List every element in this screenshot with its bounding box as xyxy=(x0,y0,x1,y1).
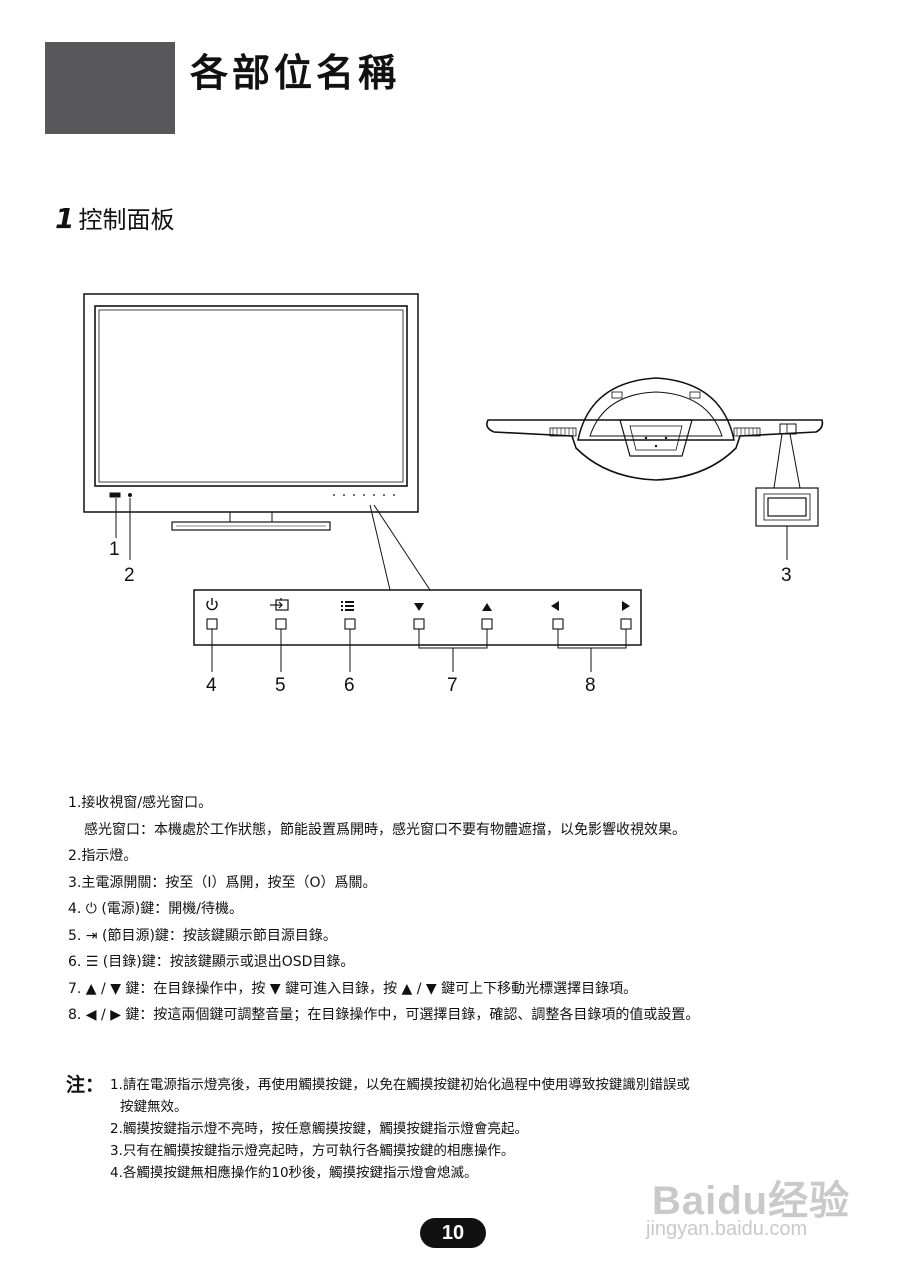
callout-1: 1 xyxy=(109,539,120,560)
description-item: 8. ◀ / ▶ 鍵：按這兩個鍵可調整音量；在目錄操作中，可選擇目錄，確認、調整… xyxy=(68,1007,700,1023)
callout-4: 4 xyxy=(206,675,217,696)
description-item: 6. ☰ (目錄)鍵：按該鍵顯示或退出OSD目錄。 xyxy=(68,954,355,970)
arrow-down-icon xyxy=(414,603,424,611)
callout-8: 8 xyxy=(585,675,596,696)
description-item: 3.主電源開關：按至（I）爲開，按至（O）爲關。 xyxy=(68,874,377,891)
notes-section: 注： 1.請在電源指示燈亮後，再使用觸摸按鍵，以免在觸摸按鍵初始化過程中使用導致… xyxy=(66,1074,826,1184)
description-item: 7. ▲ / ▼ 鍵：在目錄操作中，按 ▼ 鍵可進入目錄，按 ▲ / ▼ 鍵可上… xyxy=(68,980,638,997)
arrow-right-icon xyxy=(622,601,630,611)
callout-5: 5 xyxy=(275,675,286,696)
arrow-up-icon xyxy=(482,603,492,611)
section-title: 控制面板 xyxy=(78,206,175,234)
ir-receiver-window xyxy=(109,492,121,498)
note-item: 4.各觸摸按鍵無相應操作約10秒後，觸摸按鍵指示燈會熄滅。 xyxy=(110,1165,478,1181)
note-item-continued: 按鍵無效。 xyxy=(120,1099,188,1115)
touch-button-squares xyxy=(206,618,632,630)
callout-7: 7 xyxy=(447,675,458,696)
notes-label: 注： xyxy=(66,1074,105,1096)
note-item: 1.請在電源指示燈亮後，再使用觸摸按鍵，以免在觸摸按鍵初始化過程中使用導致按鍵識… xyxy=(110,1077,690,1093)
page-title: 各部位名稱 xyxy=(190,51,401,95)
control-panel-diagram: 1 2 3 4 5 6 7 8 xyxy=(83,293,824,696)
page-number: 10 xyxy=(420,1218,486,1248)
indicator-light xyxy=(128,493,132,497)
button-panel xyxy=(193,589,642,646)
main-power-switch-illustration xyxy=(755,433,819,560)
watermark-logo: Baidu经验 xyxy=(652,1179,851,1223)
header-block xyxy=(45,42,175,134)
tv-top-view-illustration xyxy=(486,377,824,481)
arrow-left-icon xyxy=(551,601,559,611)
description-list: 1.接收視窗/感光窗口。 感光窗口：本機處於工作狀態，節能設置爲開時，感光窗口不… xyxy=(68,790,848,1029)
note-item: 2.觸摸按鍵指示燈不亮時，按任意觸摸按鍵，觸摸按鍵指示燈會亮起。 xyxy=(110,1121,528,1137)
menu-icon xyxy=(341,601,354,611)
tv-front-illustration xyxy=(83,293,419,531)
power-icon xyxy=(206,598,218,611)
section-number: 1 xyxy=(55,202,75,235)
callout-2: 2 xyxy=(124,565,135,586)
note-item: 3.只有在觸摸按鍵指示燈亮起時，方可執行各觸摸按鍵的相應操作。 xyxy=(110,1143,515,1159)
callout-6: 6 xyxy=(344,675,355,696)
callout-3: 3 xyxy=(781,565,792,586)
source-icon xyxy=(270,598,289,611)
watermark: Baidu经验 jingyan.baidu.com xyxy=(640,1140,870,1260)
description-item: 4. ⏻ (電源)鍵：開機/待機。 xyxy=(68,901,243,917)
description-item: 1.接收視窗/感光窗口。 xyxy=(68,795,213,811)
description-item: 感光窗口：本機處於工作狀態，節能設置爲開時，感光窗口不要有物體遮擋，以免影響收視… xyxy=(84,821,686,838)
description-item: 5. ⇥ (節目源)鍵：按該鍵顯示節目源目錄。 xyxy=(68,927,337,944)
description-item: 2.指示燈。 xyxy=(68,848,138,864)
watermark-url: jingyan.baidu.com xyxy=(646,1218,808,1240)
